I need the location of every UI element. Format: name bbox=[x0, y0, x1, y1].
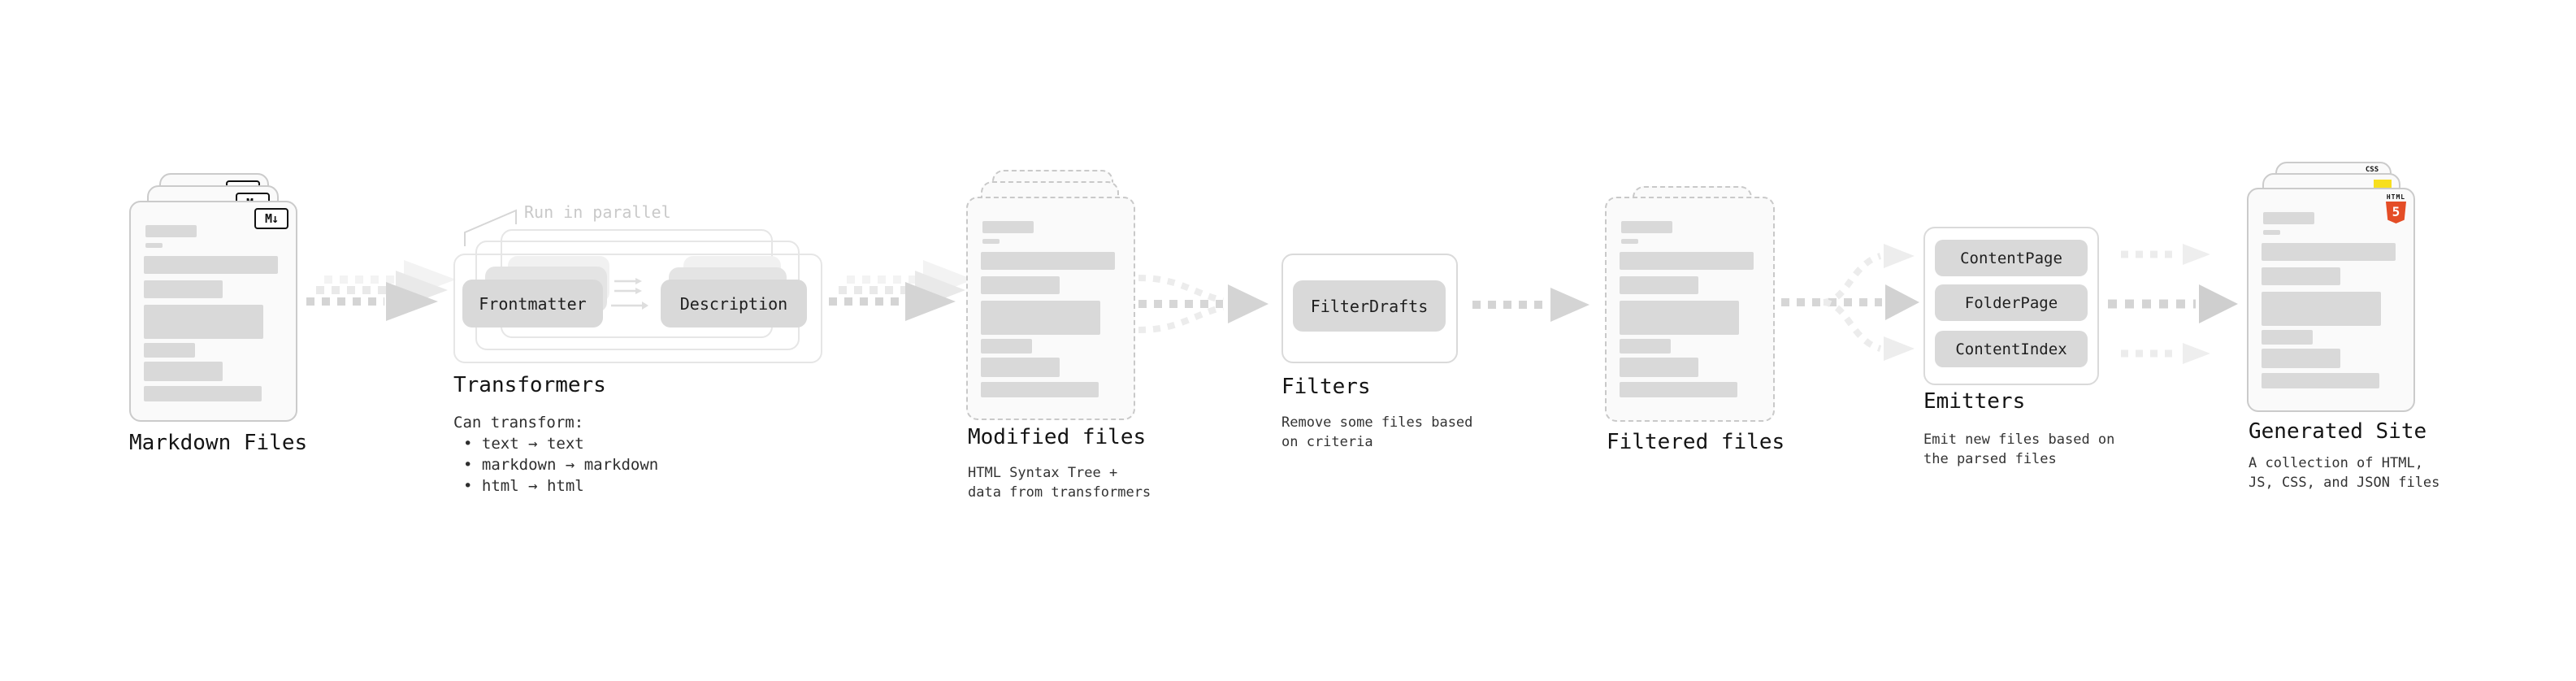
transform-bullet: • text → text bbox=[463, 435, 584, 453]
run-in-parallel-leader-line bbox=[464, 209, 517, 246]
content-bar bbox=[981, 276, 1060, 294]
filters-container: FilterDrafts bbox=[1281, 254, 1458, 363]
modified-files-label: Modified files bbox=[968, 425, 1147, 449]
generated-site-description: A collection of HTML, JS, CSS, and JSON … bbox=[2249, 453, 2439, 492]
content-bar bbox=[981, 301, 1100, 335]
modified-files-description: HTML Syntax Tree + data from transformer… bbox=[968, 463, 1151, 502]
description-line: JS, CSS, and JSON files bbox=[2249, 475, 2440, 491]
markdown-files-label: Markdown Files bbox=[129, 431, 308, 455]
content-bar bbox=[1620, 382, 1737, 397]
description-line: data from transformers bbox=[968, 484, 1151, 501]
arrow-emitters-to-generated bbox=[2108, 244, 2238, 364]
markdown-icon: M↓ bbox=[254, 208, 288, 229]
filter-drafts-pill: FilterDrafts bbox=[1293, 280, 1446, 332]
content-bar bbox=[2263, 230, 2280, 235]
content-bar bbox=[1621, 239, 1638, 244]
filtered-file-front bbox=[1605, 197, 1775, 422]
filters-description: Remove some files based on criteria bbox=[1281, 413, 1472, 452]
description-line: Remove some files based bbox=[1281, 414, 1473, 431]
content-bar bbox=[144, 386, 262, 401]
generated-file-html: HTML 5 bbox=[2247, 188, 2415, 412]
description-line: A collection of HTML, bbox=[2249, 455, 2423, 471]
can-transform-title: Can transform: bbox=[453, 414, 584, 432]
html5-icon-shield: 5 bbox=[2386, 202, 2406, 223]
content-index-pill: ContentIndex bbox=[1935, 331, 2088, 367]
content-bar bbox=[1620, 339, 1671, 354]
content-bar bbox=[981, 358, 1060, 377]
filters-label: Filters bbox=[1281, 375, 1371, 399]
content-bar bbox=[2262, 292, 2381, 326]
content-bar bbox=[144, 256, 278, 274]
transform-bullet: • markdown → markdown bbox=[463, 456, 659, 474]
content-bar bbox=[145, 243, 163, 248]
content-bar bbox=[982, 239, 1000, 244]
run-in-parallel-annotation: Run in parallel bbox=[524, 202, 671, 222]
emitters-label: Emitters bbox=[1923, 389, 2026, 414]
can-transform-list: • text → text • markdown → markdown • ht… bbox=[455, 433, 658, 497]
content-bar bbox=[144, 343, 195, 358]
content-bar bbox=[2262, 267, 2340, 285]
arrow-modified-to-filters bbox=[1138, 275, 1268, 333]
content-bar bbox=[2263, 212, 2314, 224]
html5-icon: HTML 5 bbox=[2386, 193, 2406, 223]
css-icon-label: CSS bbox=[2365, 166, 2379, 174]
arrow-markdown-to-transformers bbox=[306, 260, 456, 321]
transformer-frame-front bbox=[453, 254, 822, 363]
content-bar bbox=[144, 362, 223, 381]
content-bar bbox=[1620, 358, 1698, 377]
content-bar bbox=[1620, 276, 1698, 294]
modified-file-front bbox=[966, 197, 1135, 420]
transform-bullet: • html → html bbox=[463, 477, 584, 495]
description-pill: Description bbox=[661, 280, 807, 327]
filtered-files-label: Filtered files bbox=[1607, 430, 1785, 454]
description-line: the parsed files bbox=[1923, 451, 2057, 467]
arrow-filtered-to-emitters bbox=[1781, 244, 1919, 361]
transformers-label: Transformers bbox=[453, 373, 606, 397]
content-bar bbox=[981, 252, 1115, 270]
content-bar bbox=[981, 382, 1099, 397]
arrow-transformers-to-modified bbox=[829, 260, 974, 321]
content-bar bbox=[1620, 252, 1754, 270]
js-icon bbox=[2374, 180, 2392, 189]
description-line: on criteria bbox=[1281, 434, 1373, 450]
content-bar bbox=[145, 225, 197, 237]
content-bar bbox=[2262, 349, 2340, 368]
content-bar bbox=[982, 221, 1034, 233]
content-bar bbox=[981, 339, 1032, 354]
content-bar bbox=[2262, 243, 2396, 261]
content-bar bbox=[1620, 301, 1739, 335]
content-bar bbox=[2262, 373, 2379, 388]
arrow-filters-to-filtered bbox=[1472, 288, 1589, 322]
content-bar bbox=[1621, 221, 1672, 233]
emitters-container: ContentPage FolderPage ContentIndex bbox=[1923, 227, 2099, 385]
markdown-file-front: M↓ bbox=[129, 201, 297, 422]
description-line: Emit new files based on bbox=[1923, 432, 2115, 448]
content-page-pill: ContentPage bbox=[1935, 240, 2088, 276]
content-bar bbox=[144, 305, 263, 339]
generated-site-label: Generated Site bbox=[2249, 419, 2427, 444]
emitters-description: Emit new files based on the parsed files bbox=[1923, 430, 2114, 469]
pill-arrows bbox=[611, 278, 648, 310]
content-bar bbox=[144, 280, 223, 298]
folder-page-pill: FolderPage bbox=[1935, 284, 2088, 321]
content-bar bbox=[2262, 330, 2313, 345]
frontmatter-pill: Frontmatter bbox=[462, 280, 603, 327]
html5-icon-label: HTML bbox=[2386, 193, 2406, 201]
description-line: HTML Syntax Tree + bbox=[968, 465, 1118, 481]
